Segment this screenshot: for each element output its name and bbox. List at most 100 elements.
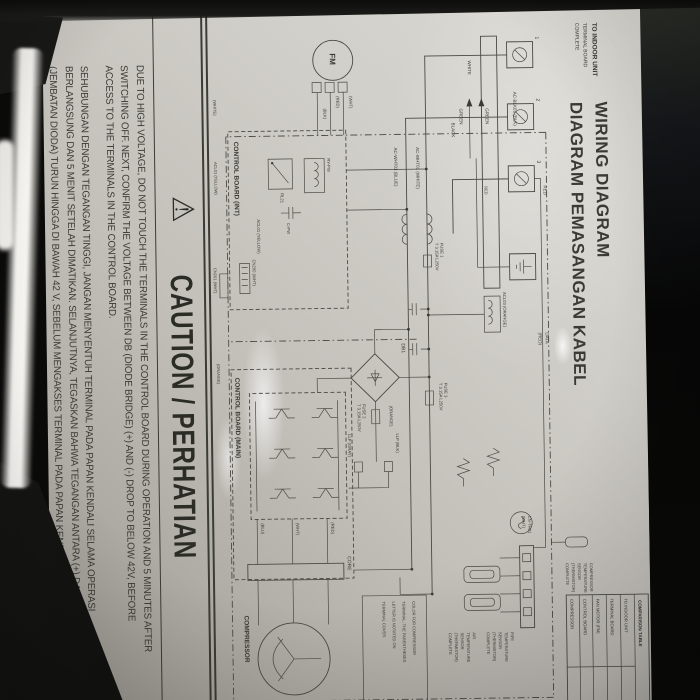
svg-text:TO INDOOR UNIT: TO INDOOR UNIT xyxy=(590,23,598,77)
svg-text:TEMPERATURE: TEMPERATURE xyxy=(504,632,509,662)
svg-text:ACL03 (ORANGE): ACL03 (ORANGE) xyxy=(502,292,507,328)
wiring-label: WIRING DIAGRAM DIAGRAM PEMASANGAN KABEL … xyxy=(42,6,653,700)
svg-text:CORE: CORE xyxy=(346,556,352,571)
svg-text:PIPE: PIPE xyxy=(510,632,515,642)
svg-text:FAN MOTOR (FM): FAN MOTOR (FM) xyxy=(595,599,600,634)
glare-reflection-small xyxy=(0,140,14,250)
svg-text:(WHITE): (WHITE) xyxy=(212,100,217,116)
chassis-boundary xyxy=(225,131,555,700)
board-edge-labels: (WHITE) ACL01 (YELLOW) CN201 (WHT) (ORAN… xyxy=(212,100,489,385)
svg-text:WHITE: WHITE xyxy=(467,60,472,75)
svg-text:(WHT): (WHT) xyxy=(295,523,300,536)
svg-text:2: 2 xyxy=(534,98,540,101)
svg-text:TERMINAL BOARD: TERMINAL BOARD xyxy=(609,598,615,635)
svg-text:COMPLETE: COMPLETE xyxy=(573,23,579,51)
svg-text:COLOR FOR COMPRESSOR: COLOR FOR COMPRESSOR xyxy=(411,601,417,655)
svg-text:3: 3 xyxy=(535,160,541,163)
svg-text:COMPRESSOR: COMPRESSOR xyxy=(242,616,250,663)
svg-text:TEMPERATURE: TEMPERATURE xyxy=(583,563,588,593)
diode-bridge: DB1 (ORANGE) FUSE 2 T 3.15A L250V LLP (B… xyxy=(316,327,430,489)
svg-text:RED: RED xyxy=(484,186,489,195)
svg-text:(THERMISTOR): (THERMISTOR) xyxy=(571,563,576,593)
svg-text:(RED): (RED) xyxy=(538,332,543,345)
svg-text:(RED): (RED) xyxy=(330,522,335,534)
compressor-terminal-note: COLOR FOR COMPRESSOR TERMINAL: THE PAREN… xyxy=(361,594,429,700)
svg-text:CONTROL BOARD: CONTROL BOARD xyxy=(582,599,588,635)
power-buses: AC-WHT01 (WHITE) AC-WHT03 (BLUE) AC-BLK0… xyxy=(346,54,533,596)
svg-text:T 3.15A L250V: T 3.15A L250V xyxy=(434,243,439,271)
svg-text:COMPLETE: COMPLETE xyxy=(448,633,453,655)
svg-text:TERMINAL: THE PARENTHESES: TERMINAL: THE PARENTHESES xyxy=(401,601,407,662)
fan-motor: FM (WHT) (RED) (BLK) xyxy=(311,39,353,136)
svg-text:ACL01 (YELLOW): ACL01 (YELLOW) xyxy=(213,162,218,195)
svg-text:TERMINAL COVER.: TERMINAL COVER. xyxy=(381,602,387,639)
svg-text:FUSE 1: FUSE 1 xyxy=(439,243,444,258)
svg-text:RED: RED xyxy=(542,185,547,195)
svg-text:AIR: AIR xyxy=(472,632,477,639)
svg-text:RL21: RL21 xyxy=(280,193,285,204)
svg-text:DATA: DATA xyxy=(545,332,550,343)
ground-wires: GREEN GREEN xyxy=(458,98,510,268)
diagram-title: WIRING DIAGRAM DIAGRAM PEMASANGAN KABEL xyxy=(566,101,612,386)
svg-text:FM: FM xyxy=(328,53,337,65)
svg-text:(RED): (RED) xyxy=(335,96,340,108)
svg-text:1: 1 xyxy=(533,36,539,39)
svg-text:T 3.15A L250V: T 3.15A L250V xyxy=(357,404,362,432)
caution-section: ⚠ CAUTION / PERHATIAN DUE TO HIGH VOLTAG… xyxy=(42,12,218,700)
svg-text:FUSE 2: FUSE 2 xyxy=(362,404,367,419)
svg-text:(WHT): (WHT) xyxy=(521,516,526,529)
svg-text:(THERMISTOR): (THERMISTOR) xyxy=(492,632,497,662)
svg-text:CN201 (WHT): CN201 (WHT) xyxy=(213,268,218,294)
svg-text:COMPLETE: COMPLETE xyxy=(565,563,570,585)
wiring-diagram: WIRING DIAGRAM DIAGRAM PEMASANGAN KABEL … xyxy=(212,23,651,700)
svg-text:SENSOR: SENSOR xyxy=(460,633,465,650)
caution-heading-text: CAUTION / PERHATIAN xyxy=(163,274,203,560)
warning-triangle-icon: ⚠ xyxy=(165,195,199,223)
svg-text:FUSE 3: FUSE 3 xyxy=(443,383,448,398)
svg-text:LLP (BLK): LLP (BLK) xyxy=(395,433,400,453)
svg-text:AC-WHT01 (WHITE): AC-WHT01 (WHITE) xyxy=(415,147,421,189)
svg-text:RY-PW: RY-PW xyxy=(326,158,331,172)
svg-text:LETTER IS NOTATED ON: LETTER IS NOTATED ON xyxy=(391,601,397,648)
svg-text:GREEN: GREEN xyxy=(484,108,489,124)
data-line: DATA (RED) xyxy=(533,178,550,548)
svg-text:CONTROL BOARD (INT): CONTROL BOARD (INT) xyxy=(232,142,240,216)
control-board-main: CONTROL BOARD (MAIN) (RED) (WHT) (BLU) xyxy=(230,367,355,581)
svg-text:COMPARISON TABLE: COMPARISON TABLE xyxy=(637,600,643,647)
svg-text:(THERMISTOR): (THERMISTOR) xyxy=(454,633,459,663)
svg-text:LLP (GRAY): LLP (GRAY) xyxy=(347,434,352,458)
svg-text:BLACK: BLACK xyxy=(451,123,456,138)
compressor-sensor-label: COMPRESSOR TEMPERATURE SENSOR (THERMISTO… xyxy=(565,563,594,593)
pipe-sensor-label: PIPE TEMPERATURE SENSOR (THERMISTOR) COM… xyxy=(486,632,515,662)
control-board-int: CONTROL BOARD (INT) RY-PW RL21 C-PW CN20… xyxy=(227,129,349,311)
comparison-table: COMPARISON TABLE TO INDOOR UNIT TERMINAL… xyxy=(565,593,651,700)
svg-text:DB1: DB1 xyxy=(400,343,406,353)
sensor-connectors: CN-TH01 (WHT) PIPE TEMPERATURE SENSOR (T… xyxy=(448,516,594,663)
svg-text:ACL01 (YELLOW): ACL01 (YELLOW) xyxy=(256,219,261,254)
svg-text:(ORANGE): (ORANGE) xyxy=(216,364,221,385)
svg-text:(BLU): (BLU) xyxy=(260,523,265,535)
inverter-transistors xyxy=(268,408,339,499)
svg-text:T 3.15A L250V: T 3.15A L250V xyxy=(438,383,443,411)
svg-text:AC-WHT03 (BLUE): AC-WHT03 (BLUE) xyxy=(393,147,399,187)
svg-text:TO INDOOR UNIT: TO INDOOR UNIT xyxy=(623,598,628,633)
svg-text:(ORANGE): (ORANGE) xyxy=(389,406,394,428)
svg-text:SENSOR: SENSOR xyxy=(577,563,582,580)
svg-text:COMPRESSOR: COMPRESSOR xyxy=(589,563,594,592)
compressor-assembly: CORE COMPRESSOR xyxy=(242,556,352,696)
svg-text:DIAGRAM PEMASANGAN KABEL: DIAGRAM PEMASANGAN KABEL xyxy=(566,102,589,386)
svg-text:(BLK): (BLK) xyxy=(322,108,327,119)
svg-text:CN-TH01: CN-TH01 xyxy=(527,516,532,534)
glare-reflection xyxy=(0,47,45,489)
svg-text:C-PW: C-PW xyxy=(286,223,291,234)
air-sensor-label: AIR TEMPERATURE SENSOR (THERMISTOR) COMP… xyxy=(448,632,477,663)
svg-text:AC-BLK01 (BLK): AC-BLK01 (BLK) xyxy=(512,92,517,127)
svg-text:CONTROL BOARD (MAIN): CONTROL BOARD (MAIN) xyxy=(233,378,241,458)
svg-text:(WHT): (WHT) xyxy=(348,96,353,109)
svg-text:GREEN: GREEN xyxy=(458,109,463,125)
svg-text:SENSOR: SENSOR xyxy=(498,632,503,649)
svg-text:TERMINAL BOARD: TERMINAL BOARD xyxy=(581,23,588,68)
caution-text-indonesian: SEHUBUNGAN DENGAN TEGANGAN TINGGI, JANGA… xyxy=(45,66,101,700)
caution-text-english: DUE TO HIGH VOLTAGE, DO NOT TOUCH THE TE… xyxy=(100,65,156,700)
